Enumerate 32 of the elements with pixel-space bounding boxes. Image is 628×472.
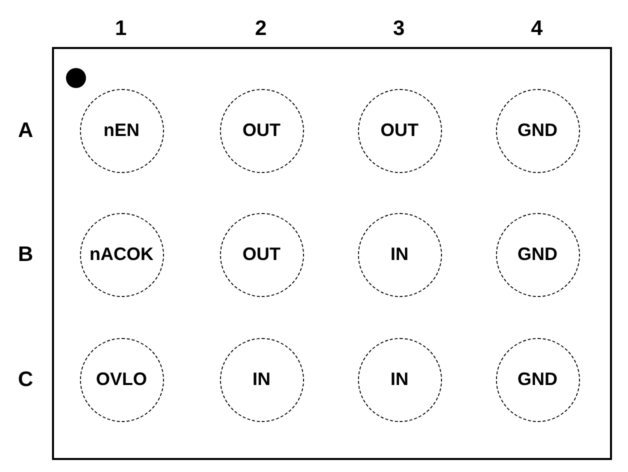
ball-pad	[80, 212, 164, 296]
ball-pad	[220, 88, 304, 172]
pin-name: IN	[252, 369, 270, 390]
ball-pad	[358, 338, 442, 422]
pin-name: nACOK	[90, 244, 154, 265]
pin-name: GND	[518, 244, 558, 265]
row-letter: C	[18, 368, 34, 392]
row-letter: B	[18, 243, 34, 267]
pin-name: IN	[390, 244, 408, 265]
column-number: 1	[115, 17, 127, 41]
ball-pad	[220, 212, 304, 296]
ball-pad	[496, 338, 580, 422]
pin-name: nEN	[104, 120, 140, 141]
column-number: 4	[531, 17, 543, 41]
ball-pad	[220, 338, 304, 422]
ball-pad	[496, 212, 580, 296]
package-outline	[52, 47, 612, 460]
ball-pad	[496, 88, 580, 172]
pin-name: OUT	[242, 120, 280, 141]
pin-name: GND	[518, 120, 558, 141]
pin-name: GND	[518, 369, 558, 390]
pin-name: IN	[390, 369, 408, 390]
pin-name: OVLO	[96, 369, 147, 390]
pin-name: OUT	[242, 244, 280, 265]
ball-pad	[80, 338, 164, 422]
row-letter: A	[18, 119, 34, 143]
column-number: 3	[393, 17, 405, 41]
ball-pad	[358, 212, 442, 296]
ball-pad	[80, 88, 164, 172]
pin-name: OUT	[380, 120, 418, 141]
column-number: 2	[255, 17, 267, 41]
ball-pad	[358, 88, 442, 172]
